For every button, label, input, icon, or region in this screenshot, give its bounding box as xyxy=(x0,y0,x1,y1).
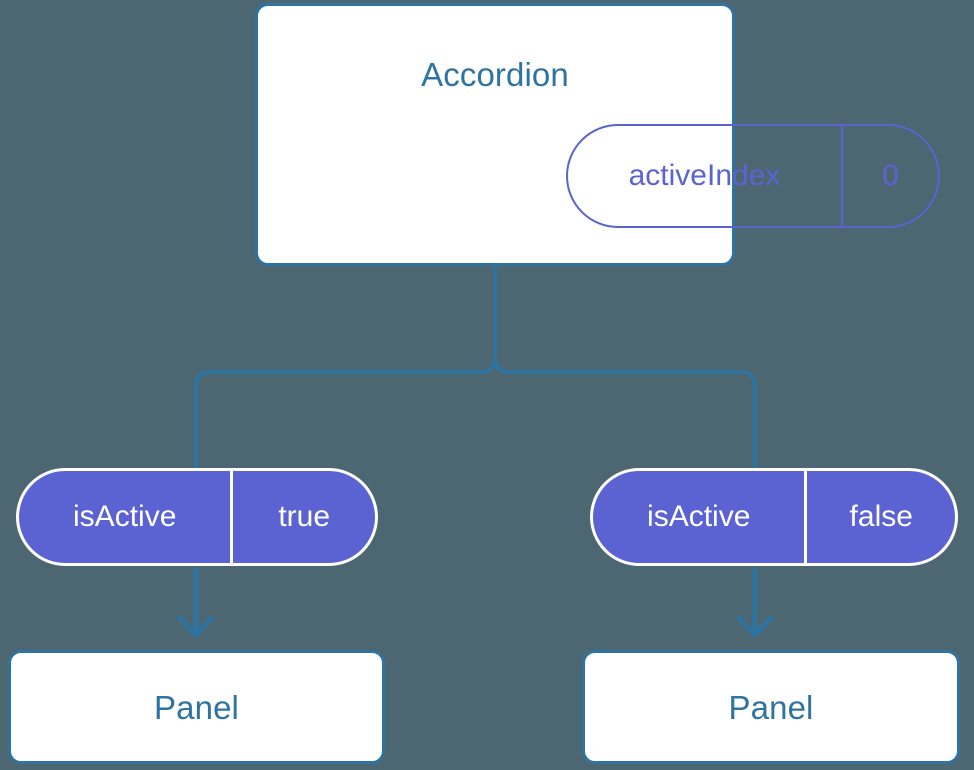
prop-pill-key: isActive xyxy=(73,500,177,533)
arrow-down-right-icon xyxy=(736,567,774,638)
component-card-accordion[interactable]: Accordion activeIndex 0 xyxy=(255,3,940,266)
component-card-panel-left[interactable]: Panel xyxy=(8,650,385,764)
prop-pill-isactive-false[interactable]: isActive false xyxy=(590,468,958,566)
component-card-panel-right[interactable]: Panel xyxy=(582,650,960,764)
connector-branch-left xyxy=(194,356,497,470)
prop-pill-isactive-true[interactable]: isActive true xyxy=(16,468,378,566)
prop-pill-value: false xyxy=(804,471,955,563)
state-pill-activeindex[interactable]: activeIndex 0 xyxy=(566,124,940,228)
connector-trunk xyxy=(493,264,757,470)
state-pill-value: 0 xyxy=(841,126,938,226)
accordion-title: Accordion xyxy=(421,56,569,93)
arrow-down-left-icon xyxy=(177,567,215,638)
panel-title: Panel xyxy=(154,688,239,726)
panel-title: Panel xyxy=(728,688,814,726)
prop-pill-value: true xyxy=(230,471,375,563)
state-pill-key: activeIndex xyxy=(628,159,781,192)
prop-pill-key: isActive xyxy=(647,500,751,533)
